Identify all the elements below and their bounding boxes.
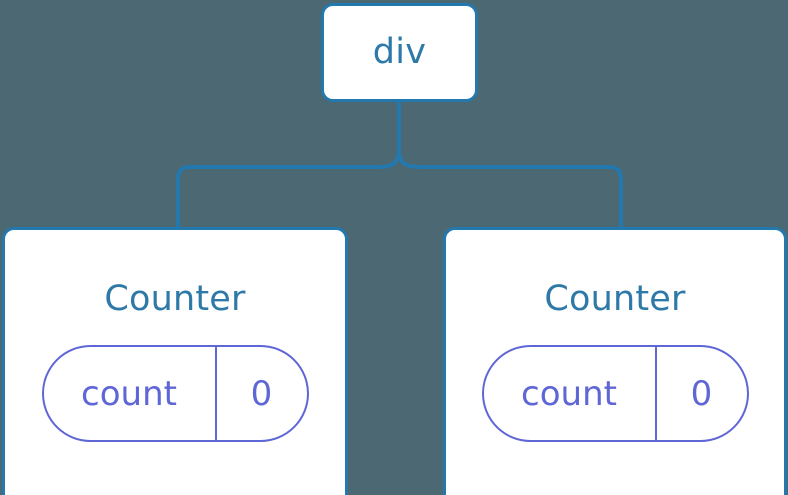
connector-branch-right <box>397 149 623 229</box>
node-div[interactable]: div <box>321 3 478 102</box>
node-counter-0[interactable]: Counter count 0 <box>2 227 348 495</box>
node-counter-0-title: Counter <box>104 279 246 319</box>
state-pill-0-key: count <box>44 347 217 440</box>
state-pill-0-value: 0 <box>250 373 273 414</box>
node-counter-1[interactable]: Counter count 0 <box>443 227 787 495</box>
state-pill-1-value: 0 <box>690 373 713 414</box>
state-pill-0[interactable]: count 0 <box>41 345 309 442</box>
node-counter-1-title: Counter <box>544 279 686 319</box>
state-pill-1[interactable]: count 0 <box>481 345 749 442</box>
connector-branch-left <box>176 149 401 229</box>
state-pill-1-key: count <box>484 347 657 440</box>
node-div-label: div <box>372 32 427 72</box>
